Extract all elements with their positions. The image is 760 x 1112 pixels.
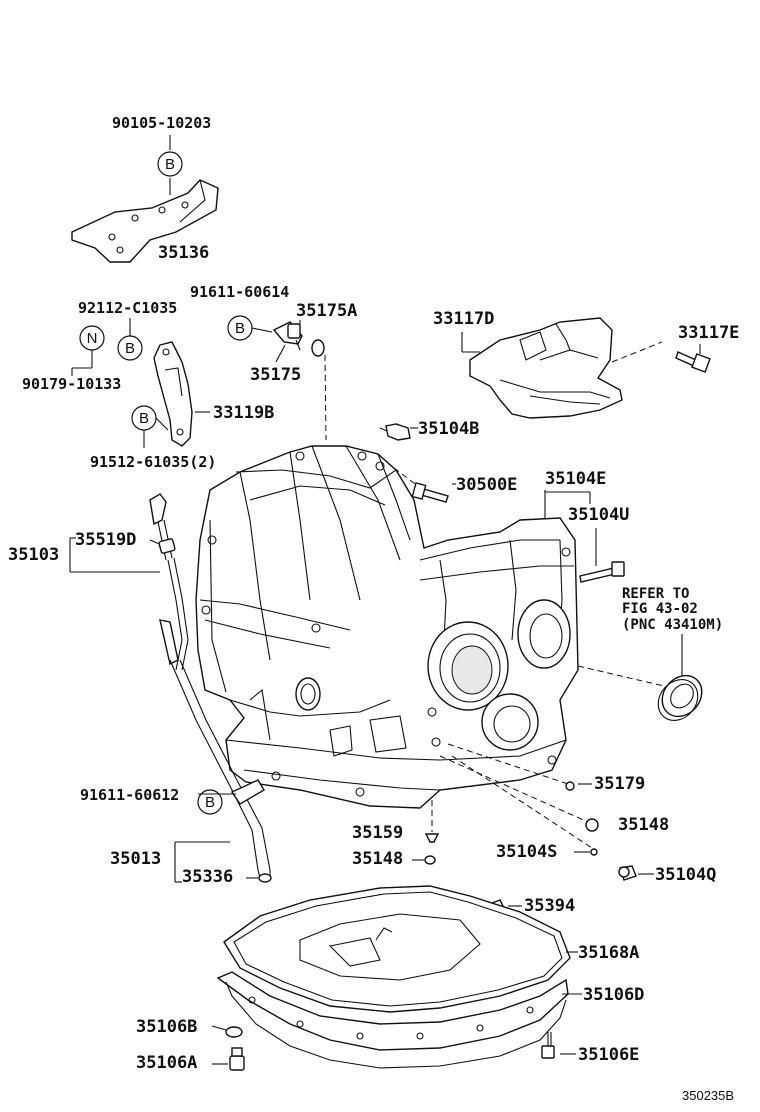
bolt-35104u-drawing — [579, 561, 625, 583]
label-35103: 35103 — [8, 545, 59, 565]
label-35179: 35179 — [594, 774, 645, 794]
sensor-35175-drawing — [272, 321, 325, 357]
label-35159: 35159 — [352, 823, 403, 843]
label-35106d: 35106D — [583, 985, 644, 1005]
svg-text:B: B — [235, 320, 245, 337]
label-91512-61035: 91512-61035(2) — [90, 453, 216, 471]
fitting-35104q-drawing — [618, 865, 637, 881]
label-35394: 35394 — [524, 896, 575, 916]
plug-35179-drawing — [565, 781, 575, 791]
diagram-code: 350235B — [682, 1088, 734, 1103]
bracket-35136-drawing — [71, 179, 219, 263]
svg-text:B: B — [139, 410, 149, 427]
label-33117e: 33117E — [678, 323, 739, 343]
label-35336: 35336 — [182, 867, 233, 887]
label-90179-10133: 90179-10133 — [22, 375, 121, 393]
b-marker-91512: B — [131, 405, 157, 431]
oil-pan-35106d-drawing — [216, 971, 569, 1069]
refer-note-line2: FIG 43-02 — [622, 601, 698, 617]
label-91611-60614: 91611-60614 — [190, 283, 289, 301]
n-marker: N — [79, 325, 105, 351]
label-92112-c1035: 92112-C1035 — [78, 299, 177, 317]
svg-text:B: B — [205, 794, 215, 811]
gasket-35106b-drawing — [225, 1026, 243, 1038]
plug-35148a-drawing — [585, 818, 599, 832]
refer-note-line3: (PNC 43410M) — [622, 617, 723, 633]
label-35104q: 35104Q — [655, 865, 716, 885]
label-35106b: 35106B — [136, 1017, 197, 1037]
label-35104s: 35104S — [496, 842, 557, 862]
label-35148-right: 35148 — [618, 815, 669, 835]
label-90105-10203: 90105-10203 — [112, 114, 211, 132]
seal-ring-drawing — [657, 674, 703, 721]
b-marker-top: B — [157, 151, 183, 177]
label-35104b: 35104B — [418, 419, 479, 439]
label-35104u: 35104U — [568, 505, 629, 525]
label-33117d: 33117D — [433, 309, 494, 329]
label-35519d: 35519D — [75, 530, 136, 550]
svg-text:N: N — [87, 330, 98, 347]
label-35106e: 35106E — [578, 1045, 639, 1065]
label-35106a: 35106A — [136, 1053, 197, 1073]
filler-tube-35013-drawing — [169, 659, 272, 883]
b-marker-91611-60612: B — [197, 789, 223, 815]
fitting-35104b-drawing — [379, 423, 411, 441]
transmission-case-drawing — [195, 445, 579, 809]
label-35136: 35136 — [158, 243, 209, 263]
plug-35104s-drawing — [590, 848, 598, 856]
svg-text:B: B — [165, 156, 175, 173]
b-marker-91611-60614: B — [227, 315, 253, 341]
strainer-gasket-35168a-drawing — [223, 885, 571, 1013]
bolt-33117e-drawing — [675, 351, 711, 373]
drain-plug-35106a-drawing — [229, 1047, 245, 1071]
plug-35159-drawing — [424, 833, 440, 843]
label-35013: 35013 — [110, 849, 161, 869]
b-marker-92112: B — [117, 335, 143, 361]
label-35175: 35175 — [250, 365, 301, 385]
bolt-35106e-drawing — [541, 1032, 555, 1059]
label-35175a: 35175A — [296, 301, 357, 321]
label-91611-60612: 91611-60612 — [80, 786, 179, 804]
label-35168a: 35168A — [578, 943, 639, 963]
label-35104e: 35104E — [545, 469, 606, 489]
label-30500e: 30500E — [456, 475, 517, 495]
label-35148-left: 35148 — [352, 849, 403, 869]
plug-35148b-drawing — [424, 855, 436, 865]
bracket-33119b-drawing — [153, 341, 193, 447]
dipstick-35103-drawing — [149, 493, 189, 671]
label-33119b: 33119B — [213, 403, 274, 423]
bolt-30500e-drawing — [411, 482, 449, 503]
svg-text:B: B — [125, 340, 135, 357]
cover-33117d-drawing — [469, 317, 623, 419]
refer-note-line1: REFER TO — [622, 586, 689, 602]
